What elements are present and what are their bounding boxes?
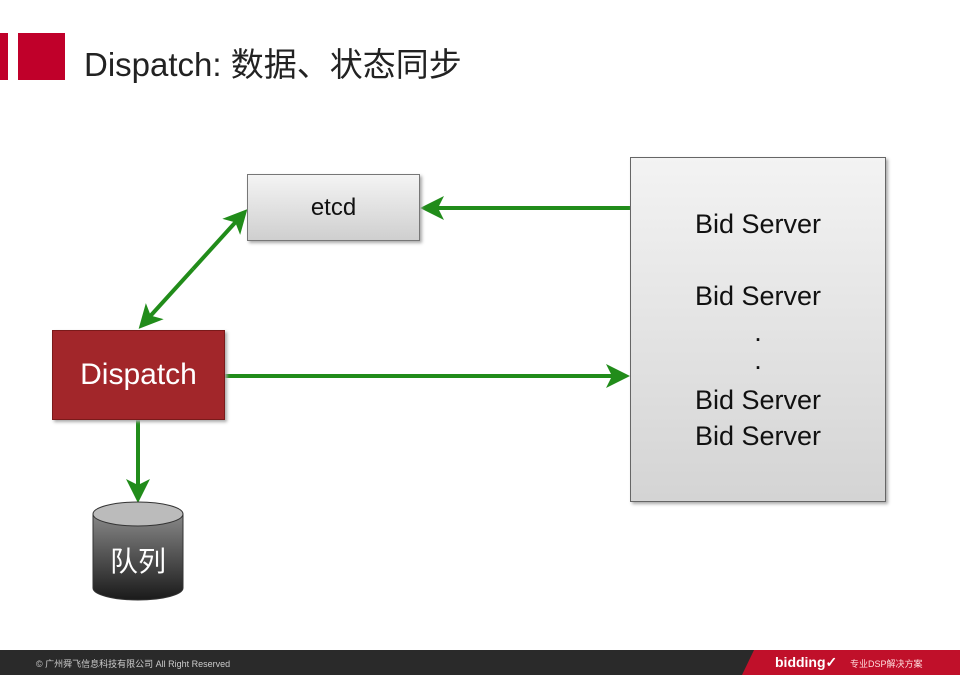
bid-server-label: Bid Server: [694, 281, 822, 311]
brand-logo: bidding✓: [775, 654, 838, 670]
footer: © 广州舜飞信息科技有限公司 All Right Reserved biddin…: [0, 650, 960, 675]
slide-title: Dispatch: 数据、状态同步: [84, 46, 462, 83]
title-marker: [0, 33, 8, 80]
slogan-text: 专业DSP解决方案: [850, 659, 923, 669]
etcd-node: etcd: [247, 174, 420, 241]
queue-cylinder-icon: [92, 501, 184, 601]
footer-brand-band: [742, 650, 960, 675]
queue-label: 队列: [109, 546, 166, 577]
bid-server-label: Bid Server: [694, 385, 822, 415]
copyright-text: © 广州舜飞信息科技有限公司 All Right Reserved: [36, 659, 231, 669]
bid-server-label: Bid Server: [694, 209, 822, 239]
dispatch-label: Dispatch: [80, 358, 197, 391]
ellipsis-dot: .: [754, 345, 762, 375]
bid-server-label: Bid Server: [694, 421, 822, 451]
arrow-dispatch-etcd: [191, 209, 248, 271]
arrow-dispatch-etcd: [138, 267, 195, 329]
bid-server-group: Bid Server Bid Server . . Bid Server Bid…: [630, 157, 886, 502]
etcd-label: etcd: [310, 193, 357, 221]
ellipsis-dot: .: [754, 317, 762, 347]
title-marker: [18, 33, 65, 80]
dispatch-node: Dispatch: [52, 330, 225, 420]
